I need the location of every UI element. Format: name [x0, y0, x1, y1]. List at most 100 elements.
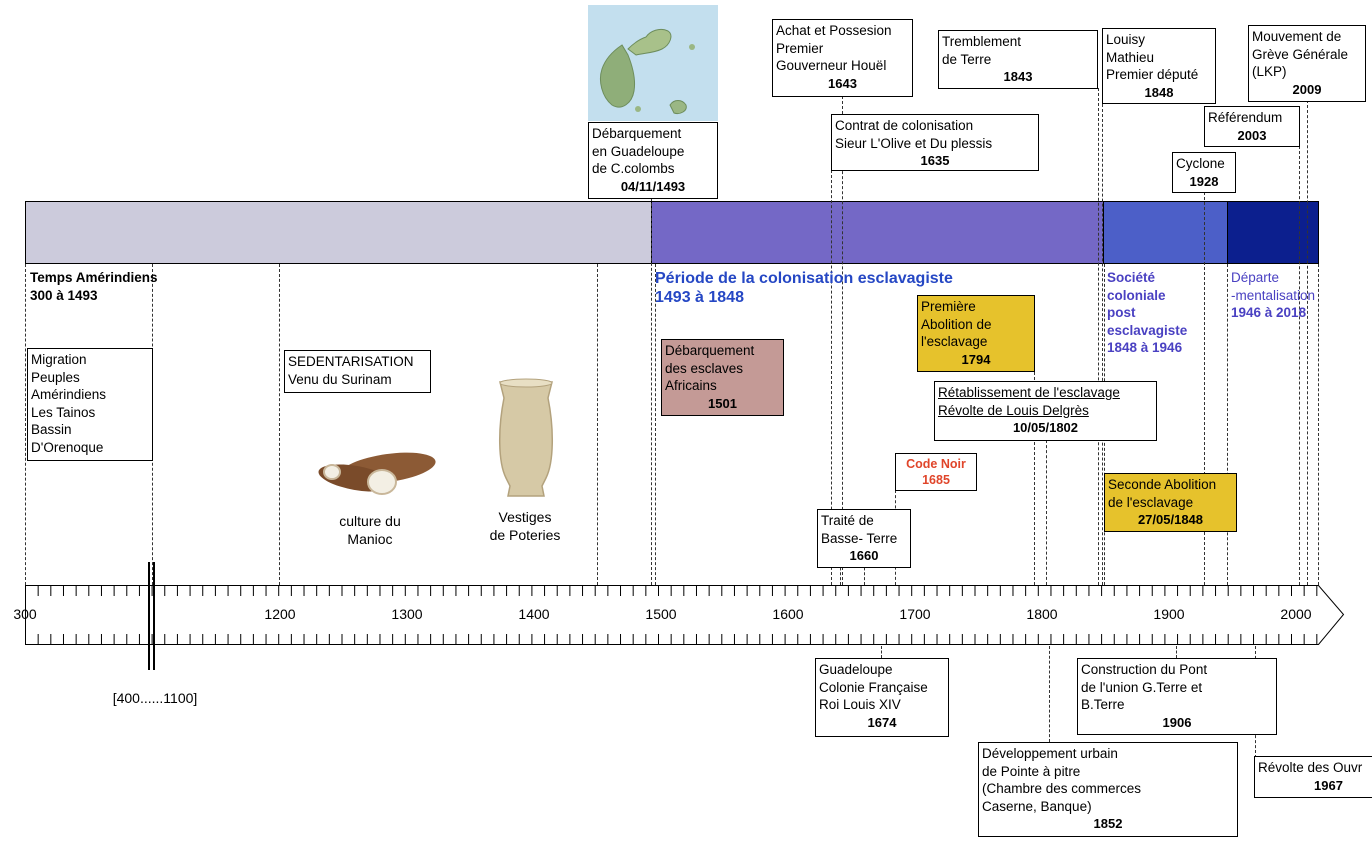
axis-label: 1700 — [899, 606, 931, 622]
period-range: 1946 à 2018 — [1231, 305, 1307, 320]
connector-line — [831, 170, 832, 585]
event-date: 1852 — [1093, 816, 1123, 831]
event-text-line: Premier député — [1106, 67, 1199, 82]
event-text-line: Première — [921, 299, 976, 314]
connector-line — [1034, 372, 1035, 585]
poteries-caption: Vestiges de Poteries — [475, 508, 575, 544]
event-text-line: Révolte des Ouvr — [1258, 760, 1363, 775]
event-text-line: Gouverneur Houël — [776, 58, 887, 73]
axis-label: 1200 — [264, 606, 296, 622]
event-premiere-abolition: Première Abolition de l'esclavage 1794 — [917, 295, 1035, 372]
band-colonisation — [651, 201, 1104, 264]
connector-line — [1204, 192, 1205, 585]
event-text-line: de Pointe à pitre — [982, 763, 1081, 779]
period-title-line: coloniale — [1107, 287, 1166, 303]
caption-line: culture du — [339, 513, 401, 529]
period-title-post-esclavagiste: Société coloniale post esclavagiste 1848… — [1107, 269, 1187, 357]
event-tremblement-terre: Tremblement de Terre 1843 — [938, 30, 1098, 89]
connector-line — [1049, 646, 1050, 742]
event-text-line: Sieur L'Olive et Du plessis — [835, 135, 993, 151]
event-date: 1635 — [920, 153, 950, 168]
connector-line — [651, 198, 652, 585]
range-marker-bar — [153, 562, 155, 670]
connector-line — [1102, 104, 1103, 585]
event-text-line: Développement urbain — [982, 746, 1118, 761]
event-sedentarisation: SEDENTARISATION Venu du Surinam — [284, 350, 431, 393]
event-text-line: Venu du Surinam — [288, 371, 392, 387]
event-debarquement-esclaves: Débarquement des esclaves Africains 1501 — [661, 339, 784, 416]
time-axis — [0, 580, 1372, 650]
event-text-line: de l'union G.Terre et — [1081, 679, 1203, 695]
period-title-line: Départe — [1231, 270, 1280, 285]
caption-line: Manioc — [347, 531, 393, 547]
event-text-line: Louisy — [1106, 32, 1146, 47]
period-title: Temps Amérindiens — [30, 270, 158, 285]
band-amerindiens — [25, 201, 652, 264]
event-text-line: SEDENTARISATION — [288, 354, 414, 369]
axis-label: 1500 — [645, 606, 677, 622]
range-marker-bar — [148, 562, 150, 670]
period-title-amerindiens: Temps Amérindiens 300 à 1493 — [30, 269, 158, 304]
event-text-line: Cyclone — [1176, 156, 1225, 171]
event-date: 10/05/1802 — [1012, 420, 1079, 435]
event-date: 1501 — [708, 395, 737, 411]
period-title: Période de la colonisation esclavagiste — [655, 270, 953, 287]
connector-line — [279, 264, 280, 585]
event-code-noir: Code Noir 1685 — [895, 453, 977, 491]
connector-line — [1318, 264, 1319, 585]
event-debarquement-colomb: Débarquement en Guadeloupe de C.colombs … — [588, 122, 718, 199]
period-title-colonisation: Période de la colonisation esclavagiste … — [655, 269, 953, 307]
event-date: 2009 — [1292, 81, 1322, 97]
event-text-line: Abolition de — [921, 316, 992, 332]
manioc-caption: culture du Manioc — [320, 512, 420, 548]
event-text-line: en Guadeloupe — [592, 143, 685, 159]
event-text-line: Débarquement — [592, 126, 682, 141]
event-text-line: Mouvement de — [1252, 29, 1342, 44]
event-title: Code Noir — [906, 457, 966, 471]
range-400-1100-label: [400......1100] — [112, 690, 198, 706]
event-text-line: Grève Générale — [1252, 46, 1349, 62]
event-date: 1643 — [828, 75, 857, 91]
event-text-line: (LKP) — [1252, 64, 1287, 79]
connector-line — [1307, 100, 1308, 585]
event-text-line: Révolte de Louis Delgrès — [938, 402, 1089, 418]
event-contrat-colonisation: Contrat de colonisation Sieur L'Olive et… — [831, 114, 1039, 171]
event-date: 1674 — [867, 714, 897, 730]
period-title-line: -mentalisation — [1231, 287, 1316, 303]
event-date: 1660 — [849, 548, 879, 563]
event-text-line: Guadeloupe — [819, 662, 893, 677]
event-cyclone: Cyclone 1928 — [1172, 152, 1236, 193]
band-departementalisation — [1227, 201, 1319, 264]
event-colonie-francaise: Guadeloupe Colonie Française Roi Louis X… — [815, 658, 949, 737]
connector-line — [1098, 88, 1099, 585]
event-text-line: Traité de — [821, 513, 874, 528]
event-text-line: (Chambre des commerces — [982, 781, 1142, 796]
event-retablissement-esclavage: Rétablissement de l'esclavage Révolte de… — [934, 381, 1157, 441]
axis-label: 1600 — [772, 606, 804, 622]
event-text-line: Peuples — [31, 369, 80, 385]
event-date: 1906 — [1162, 714, 1192, 730]
connector-line — [1299, 146, 1300, 585]
event-text-line: Premier — [776, 40, 824, 56]
event-traite-basse-terre: Traité de Basse- Terre 1660 — [817, 509, 911, 568]
event-text-line: Caserne, Banque) — [982, 798, 1092, 814]
connector-line — [1176, 646, 1177, 658]
event-construction-pont: Construction du Pont de l'union G.Terre … — [1077, 658, 1277, 735]
event-date: 1685 — [922, 473, 950, 487]
event-text-line: Tremblement — [942, 34, 1022, 49]
event-date: 1843 — [1003, 69, 1033, 84]
event-achat-possession: Achat et Possesion Premier Gouverneur Ho… — [772, 19, 913, 97]
connector-line — [1227, 264, 1228, 585]
period-title-line: Société — [1107, 270, 1156, 285]
poterie-image — [490, 378, 562, 500]
axis-label: 1300 — [391, 606, 423, 622]
caption-line: Vestiges — [498, 509, 552, 525]
event-date: 2003 — [1237, 127, 1267, 143]
axis-label: 1400 — [518, 606, 550, 622]
event-text-line: Africains — [665, 378, 717, 393]
event-date: 27/05/1848 — [1137, 512, 1204, 527]
event-text-line: de C.colombs — [592, 161, 675, 176]
connector-line — [25, 264, 26, 585]
event-text-line: Roi Louis XIV — [819, 697, 901, 712]
event-text-line: Colonie Française — [819, 679, 928, 695]
